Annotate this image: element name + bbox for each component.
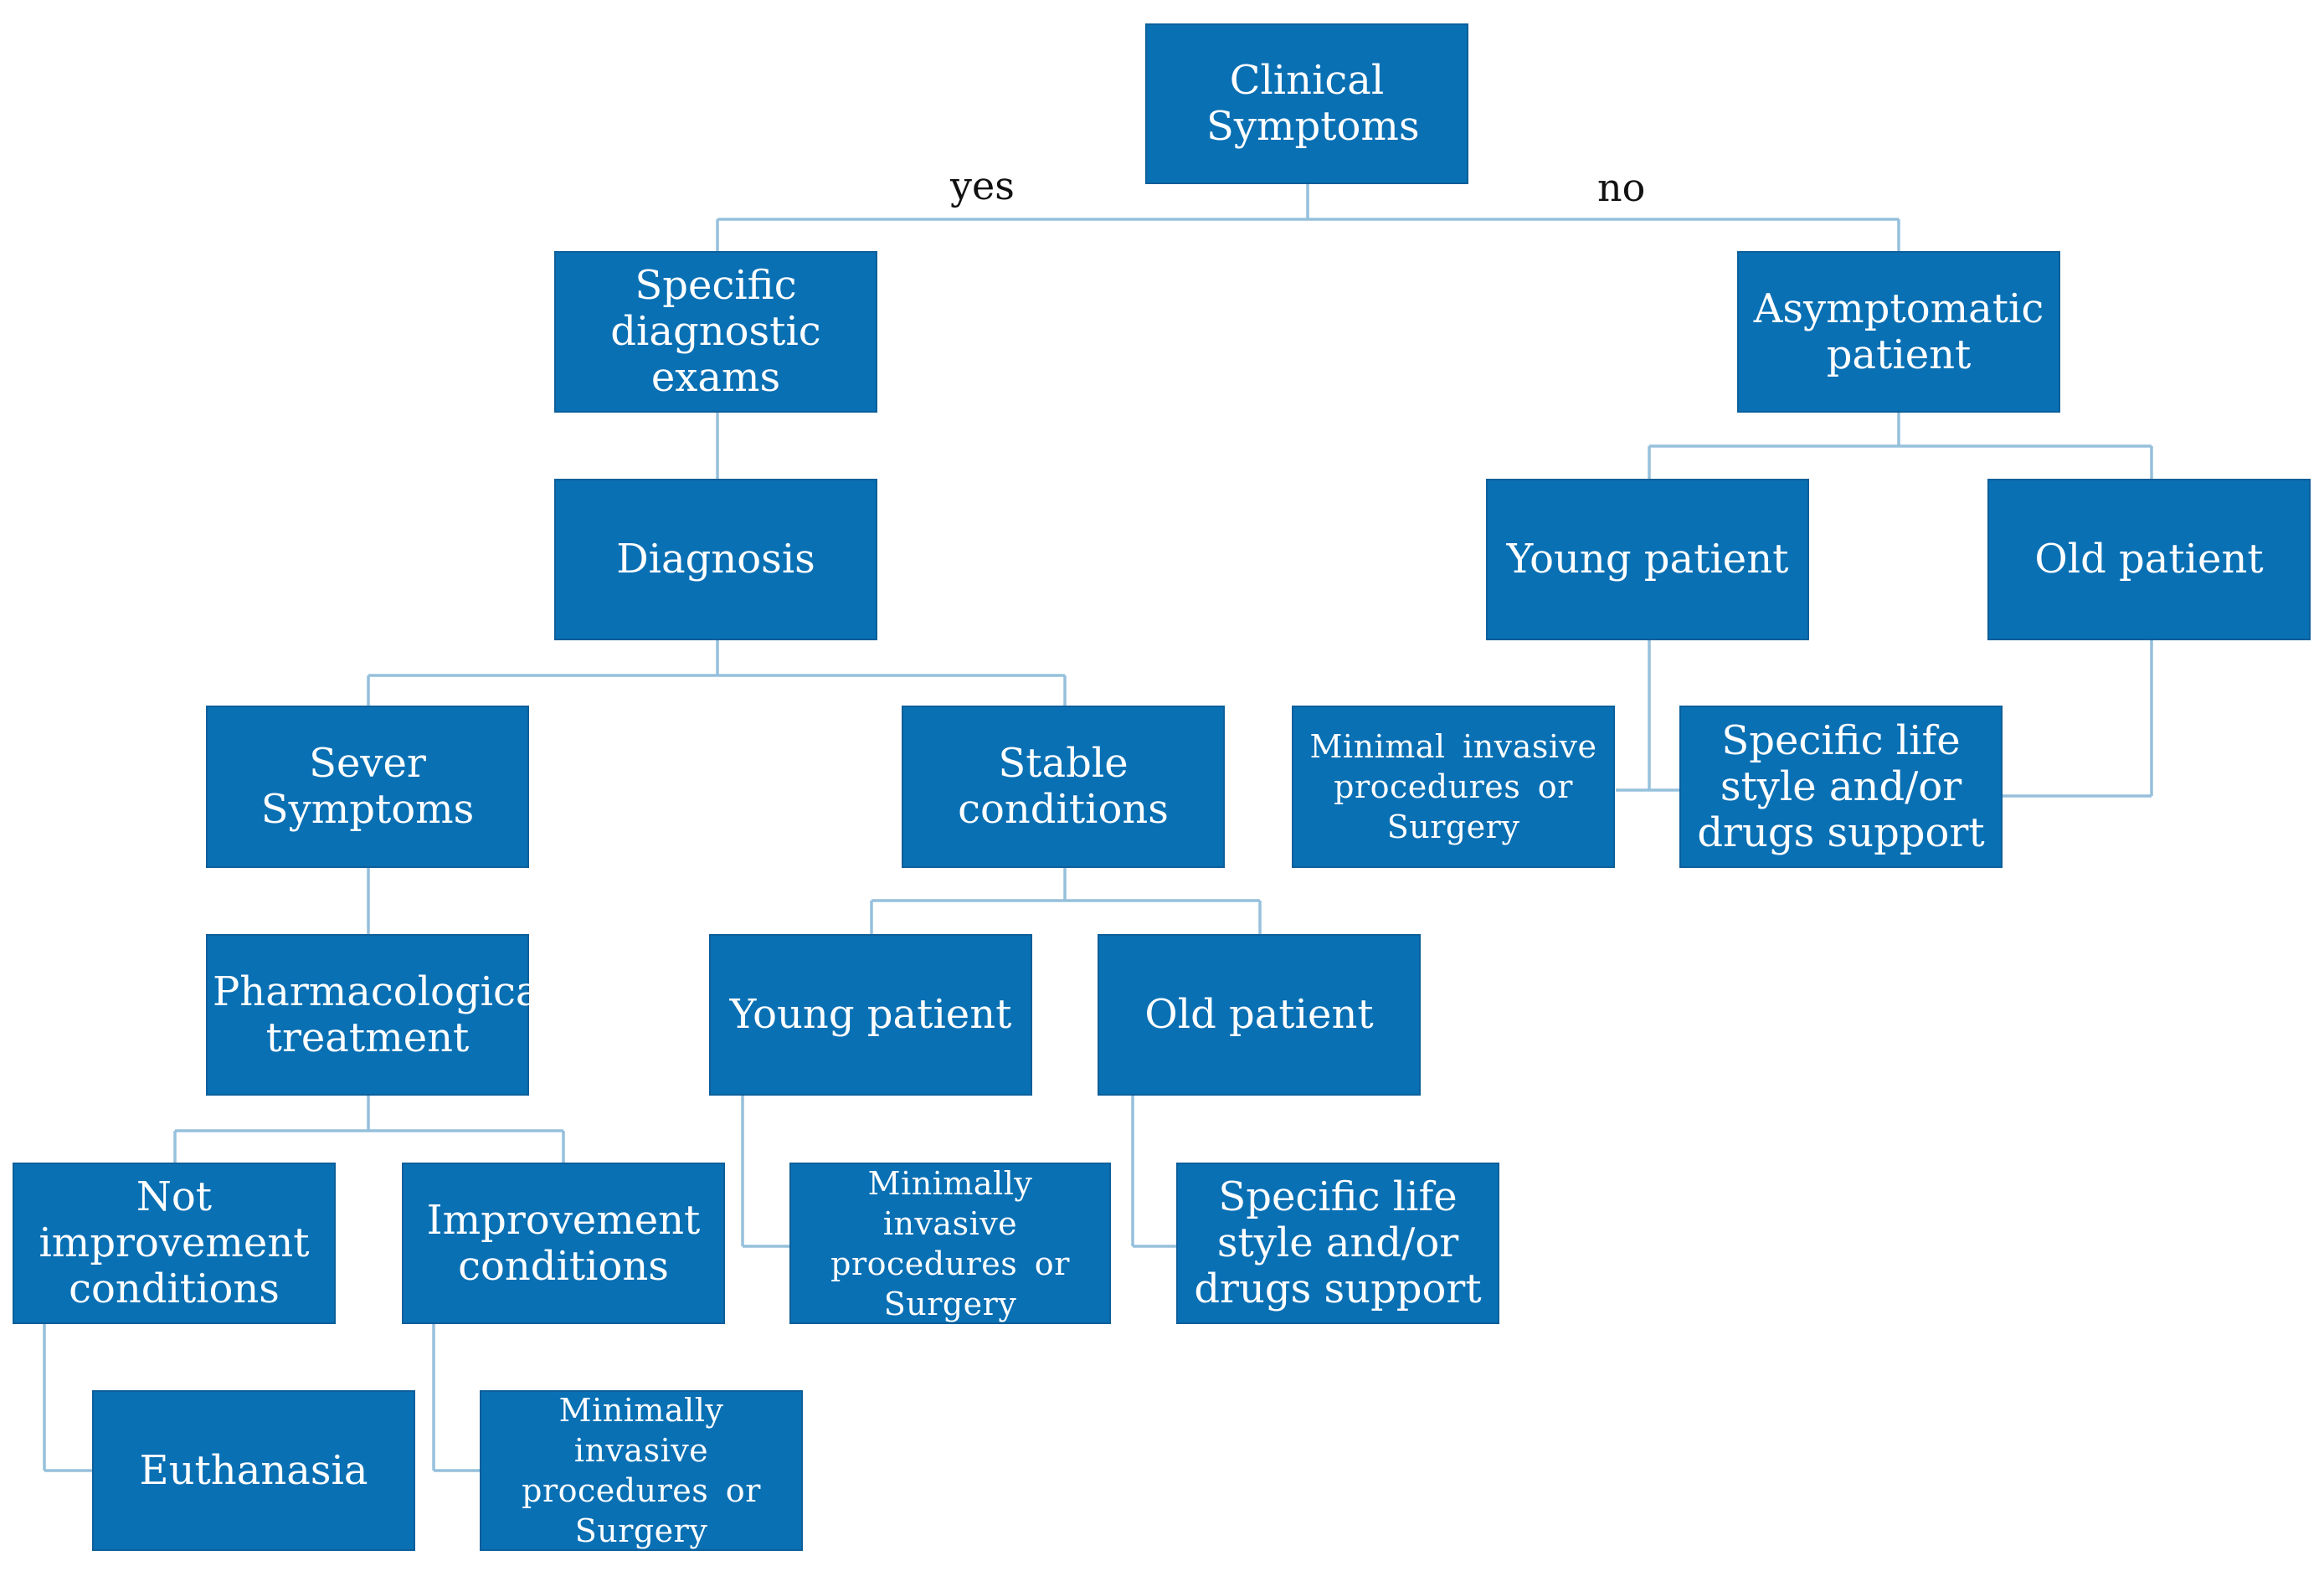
node-label: Clinical Symptoms	[1206, 57, 1420, 150]
no-label: no	[1597, 165, 1646, 210]
node-label: Minimally invasive procedures or Surgery	[522, 1392, 761, 1549]
node-label: Specific life style and/or drugs support	[1194, 1173, 1482, 1312]
node-improvement-conditions: Improvement conditions	[402, 1163, 725, 1324]
node-sever-symptoms: Sever Symptoms	[206, 706, 529, 868]
node-label: Improvement conditions	[426, 1196, 701, 1290]
node-label: Euthanasia	[139, 1446, 368, 1494]
node-stable-young-patient: Young patient	[709, 934, 1032, 1096]
node-stable-old-patient: Old patient	[1098, 934, 1421, 1096]
node-label: Diagnosis	[616, 536, 815, 583]
node-pharmacological-treatment: Pharmacological treatment	[206, 934, 553, 1096]
node-diagnosis: Diagnosis	[554, 479, 877, 640]
node-label: Sever Symptoms	[260, 740, 475, 833]
node-specific-diagnostic-exams: Specific diagnostic exams	[554, 251, 877, 413]
node-euthanasia: Euthanasia	[92, 1390, 415, 1551]
node-label: Pharmacological treatment	[213, 968, 553, 1061]
node-label: Specific diagnostic exams	[610, 262, 821, 401]
node-stable-minimally-invasive: Minimally invasive procedures or Surgery	[789, 1163, 1111, 1324]
node-label: Old patient	[1144, 991, 1374, 1038]
node-asymptomatic-patient: Asymptomatic patient	[1737, 251, 2060, 413]
node-label: Minimal invasive procedures or Surgery	[1309, 728, 1597, 845]
node-label: Minimally invasive procedures or Surgery	[830, 1164, 1070, 1322]
node-label: Young patient	[1506, 536, 1789, 583]
node-asym-lifestyle-support: Specific life style and/or drugs support	[1679, 706, 2003, 868]
node-minimally-invasive-improvement: Minimally invasive procedures or Surgery	[480, 1390, 803, 1551]
node-label: Specific life style and/or drugs support	[1697, 716, 1985, 856]
node-label: Asymptomatic patient	[1753, 285, 2044, 378]
node-stable-lifestyle-support: Specific life style and/or drugs support	[1176, 1163, 1499, 1324]
node-asym-old-patient: Old patient	[1987, 479, 2311, 640]
node-not-improvement-conditions: Not improvement conditions	[13, 1163, 336, 1324]
node-label: Not improvement conditions	[39, 1173, 310, 1312]
node-label: Young patient	[729, 991, 1012, 1038]
node-asym-minimal-invasive: Minimal invasive procedures or Surgery	[1292, 706, 1615, 868]
yes-label: yes	[950, 163, 1015, 208]
node-stable-conditions: Stable conditions	[902, 706, 1225, 868]
node-asym-young-patient: Young patient	[1486, 479, 1809, 640]
node-clinical-symptoms: Clinical Symptoms	[1145, 23, 1468, 184]
node-label: Stable conditions	[958, 740, 1169, 833]
node-label: Old patient	[2034, 536, 2264, 583]
